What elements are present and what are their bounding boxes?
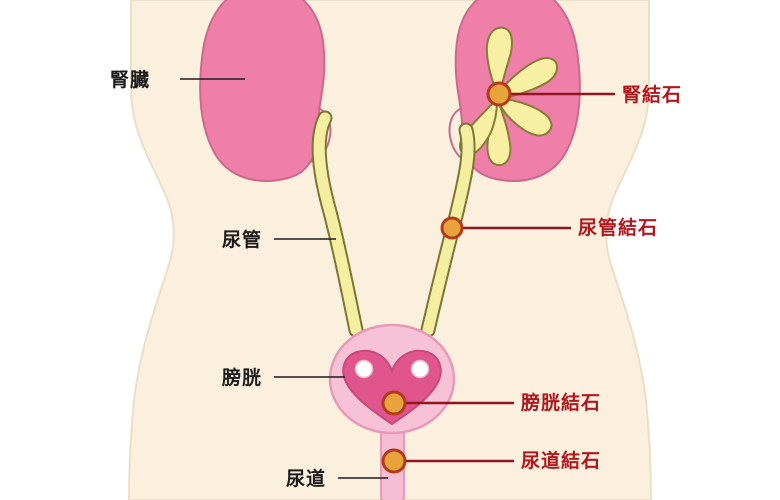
label-kidney-stone: 腎結石 bbox=[622, 84, 683, 106]
kidney-stone-marker bbox=[486, 81, 512, 107]
label-bladder-stone: 膀胱結石 bbox=[521, 392, 602, 414]
right-ureteral-orifice bbox=[410, 359, 430, 379]
label-urethra-stone: 尿道結石 bbox=[521, 450, 602, 472]
leader-lines-group bbox=[180, 78, 615, 479]
right-ureter-fill bbox=[422, 124, 474, 336]
label-ureter-stone: 尿管結石 bbox=[578, 217, 659, 239]
urethra-stone-marker bbox=[381, 448, 407, 474]
label-kidney: 腎臓 bbox=[110, 69, 151, 91]
left-ureter-fill bbox=[313, 112, 362, 336]
label-bladder: 膀胱 bbox=[222, 367, 263, 389]
left-kidney bbox=[199, 0, 326, 182]
label-urethra: 尿道 bbox=[286, 468, 327, 490]
label-ureter: 尿管 bbox=[222, 229, 263, 251]
stone-markers-group bbox=[381, 81, 512, 474]
left-ureteral-orifice bbox=[354, 359, 374, 379]
bladder-stone-marker bbox=[381, 390, 407, 416]
ureter-stone-marker bbox=[440, 216, 464, 240]
